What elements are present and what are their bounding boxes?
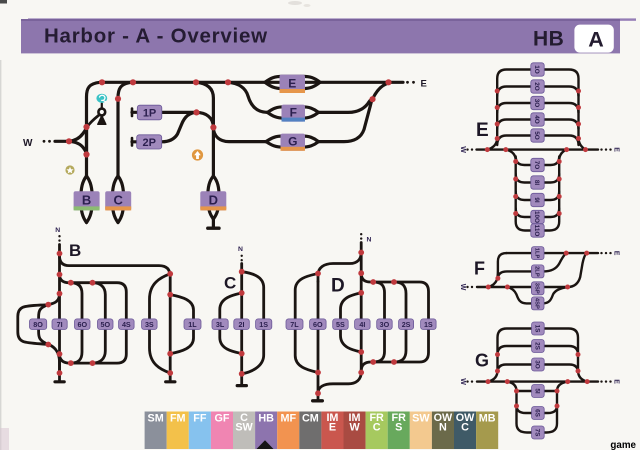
- svg-text:W: W: [459, 284, 466, 291]
- svg-text:W: W: [23, 138, 33, 149]
- svg-text:E: E: [329, 422, 336, 434]
- svg-text:HB: HB: [258, 412, 274, 424]
- svg-text:FF: FF: [193, 412, 207, 424]
- svg-text:1S: 1S: [259, 320, 268, 329]
- svg-text:SW: SW: [412, 412, 430, 424]
- svg-text:6O: 6O: [313, 320, 323, 329]
- svg-text:4I: 4I: [359, 320, 365, 329]
- svg-text:5O: 5O: [100, 320, 110, 329]
- svg-text:2I: 2I: [239, 320, 245, 329]
- svg-text:G: G: [475, 351, 489, 371]
- svg-text:3S: 3S: [145, 320, 154, 329]
- svg-text:IM: IM: [349, 412, 361, 424]
- svg-text:MB: MB: [479, 412, 496, 424]
- svg-text:E: E: [421, 78, 427, 89]
- svg-text:2S: 2S: [402, 320, 411, 329]
- svg-text:OW: OW: [456, 412, 475, 424]
- svg-text:IM: IM: [326, 412, 338, 424]
- svg-text:F: F: [290, 106, 297, 120]
- svg-text:HB: HB: [533, 28, 564, 51]
- svg-text:3O: 3O: [533, 99, 540, 108]
- svg-text:G: G: [288, 135, 297, 149]
- svg-text:W: W: [459, 146, 466, 153]
- svg-text:F: F: [474, 259, 485, 279]
- svg-text:W: W: [349, 422, 360, 434]
- svg-text:B: B: [69, 241, 81, 260]
- svg-text:2LP: 2LP: [534, 266, 540, 277]
- svg-text:E: E: [613, 147, 620, 152]
- svg-text:7O: 7O: [533, 161, 540, 170]
- svg-text:FR: FR: [392, 412, 407, 424]
- svg-text:MF: MF: [280, 412, 296, 424]
- svg-text:C: C: [461, 422, 469, 434]
- svg-text:S: S: [395, 422, 402, 434]
- svg-text:1S: 1S: [534, 325, 541, 334]
- svg-text:B: B: [82, 192, 91, 207]
- svg-text:1O: 1O: [533, 65, 540, 74]
- svg-text:6O: 6O: [77, 320, 87, 329]
- svg-text:A: A: [588, 27, 604, 51]
- svg-text:3L: 3L: [216, 320, 225, 329]
- svg-text:3SP: 3SP: [534, 283, 540, 294]
- svg-text:4SP: 4SP: [534, 298, 540, 309]
- svg-text:E: E: [613, 379, 620, 384]
- svg-text:C: C: [114, 192, 124, 207]
- svg-text:FM: FM: [170, 412, 186, 424]
- svg-text:Harbor - A - Overview: Harbor - A - Overview: [44, 25, 268, 48]
- svg-text:4S: 4S: [122, 320, 131, 329]
- svg-text:11O: 11O: [533, 225, 540, 237]
- svg-text:E: E: [288, 76, 296, 90]
- svg-text:7S: 7S: [534, 429, 541, 438]
- svg-text:C: C: [373, 422, 381, 434]
- svg-text:2O: 2O: [533, 82, 540, 91]
- svg-text:3O: 3O: [534, 360, 541, 369]
- svg-text:5S: 5S: [336, 320, 345, 329]
- svg-text:N: N: [55, 227, 60, 234]
- svg-text:2P: 2P: [142, 137, 155, 149]
- svg-text:8O: 8O: [33, 320, 43, 329]
- svg-text:7I: 7I: [57, 320, 63, 329]
- svg-text:4O: 4O: [533, 115, 540, 124]
- svg-text:N: N: [238, 246, 243, 253]
- svg-text:1LP: 1LP: [534, 248, 540, 259]
- svg-text:N: N: [439, 422, 447, 434]
- svg-text:SW: SW: [235, 422, 253, 434]
- svg-text:E: E: [476, 120, 489, 141]
- svg-text:game: game: [610, 440, 636, 450]
- svg-text:D: D: [331, 276, 345, 297]
- svg-text:2S: 2S: [534, 342, 541, 351]
- svg-text:1P: 1P: [143, 107, 156, 119]
- svg-text:6S: 6S: [534, 409, 541, 418]
- svg-text:10O: 10O: [533, 211, 540, 223]
- svg-text:5O: 5O: [533, 131, 540, 140]
- svg-text:7L: 7L: [290, 320, 299, 329]
- svg-text:CM: CM: [302, 412, 319, 424]
- svg-text:FR: FR: [369, 412, 384, 424]
- svg-text:C: C: [224, 274, 236, 293]
- svg-text:1S: 1S: [424, 320, 433, 329]
- svg-text:SM: SM: [148, 412, 164, 424]
- svg-text:9I: 9I: [533, 197, 540, 203]
- svg-text:5I: 5I: [534, 388, 541, 394]
- svg-text:8I: 8I: [533, 180, 540, 186]
- svg-text:OW: OW: [434, 412, 453, 424]
- svg-text:GF: GF: [214, 412, 229, 424]
- svg-text:W: W: [459, 378, 466, 385]
- svg-text:3O: 3O: [380, 320, 390, 329]
- svg-text:N: N: [367, 237, 372, 244]
- svg-text:D: D: [209, 192, 218, 207]
- svg-text:1L: 1L: [188, 320, 197, 329]
- svg-text:E: E: [613, 251, 620, 256]
- svg-text:C: C: [240, 412, 248, 424]
